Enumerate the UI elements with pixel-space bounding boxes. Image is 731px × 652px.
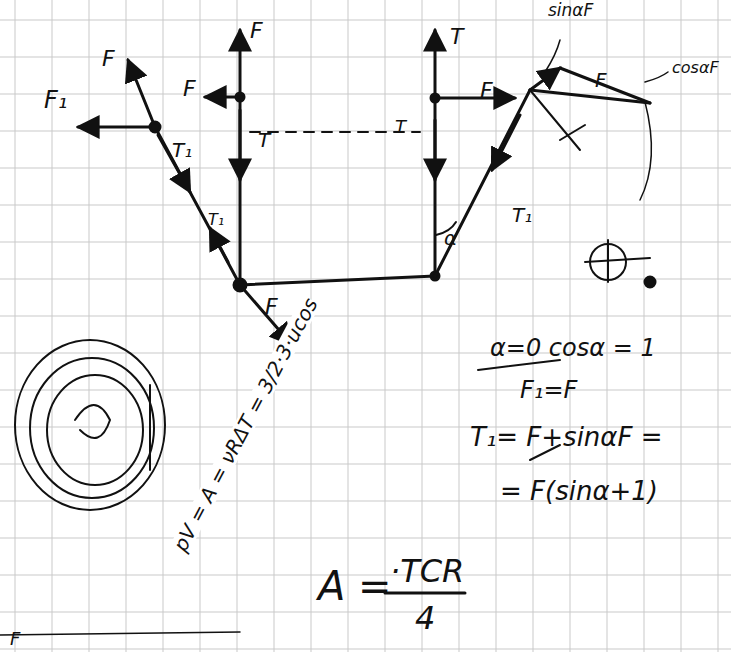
handwritten-label: F (250, 20, 263, 42)
handwritten-label: F₁ (44, 88, 67, 112)
handwritten-label: T (258, 130, 270, 150)
handwritten-label: cosαF (672, 60, 719, 76)
handwritten-label: α=0 cosα = 1 (490, 336, 656, 360)
handwritten-label: T₁ (512, 205, 532, 225)
handwritten-label: T (450, 26, 463, 48)
handwritten-label: F (183, 78, 196, 100)
handwritten-label: F (480, 80, 493, 102)
handwritten-label: T (395, 118, 406, 136)
handwritten-label: F (10, 630, 20, 648)
handwritten-label: T₁ (208, 212, 224, 228)
handwritten-label: F₁=F (520, 378, 577, 402)
handwritten-label: sinαF (548, 2, 593, 19)
handwritten-label: T₁= F+sinαF = (470, 424, 663, 450)
ink-lines (0, 30, 668, 635)
handwritten-label: ·TCR (390, 555, 464, 587)
handwritten-label: T₁ (172, 140, 192, 160)
handwritten-label: α (444, 228, 457, 248)
handwritten-label: F (595, 70, 607, 90)
handwritten-label: F (265, 296, 278, 318)
handwritten-label: 4 (415, 602, 435, 634)
handwritten-label: pV = A = νRΔT = 3/2·3·ucos (170, 295, 321, 555)
handwritten-label: F (102, 48, 115, 70)
handwritten-label: = F(sinα+1) (500, 478, 658, 504)
handwritten-label: A = (318, 566, 392, 606)
